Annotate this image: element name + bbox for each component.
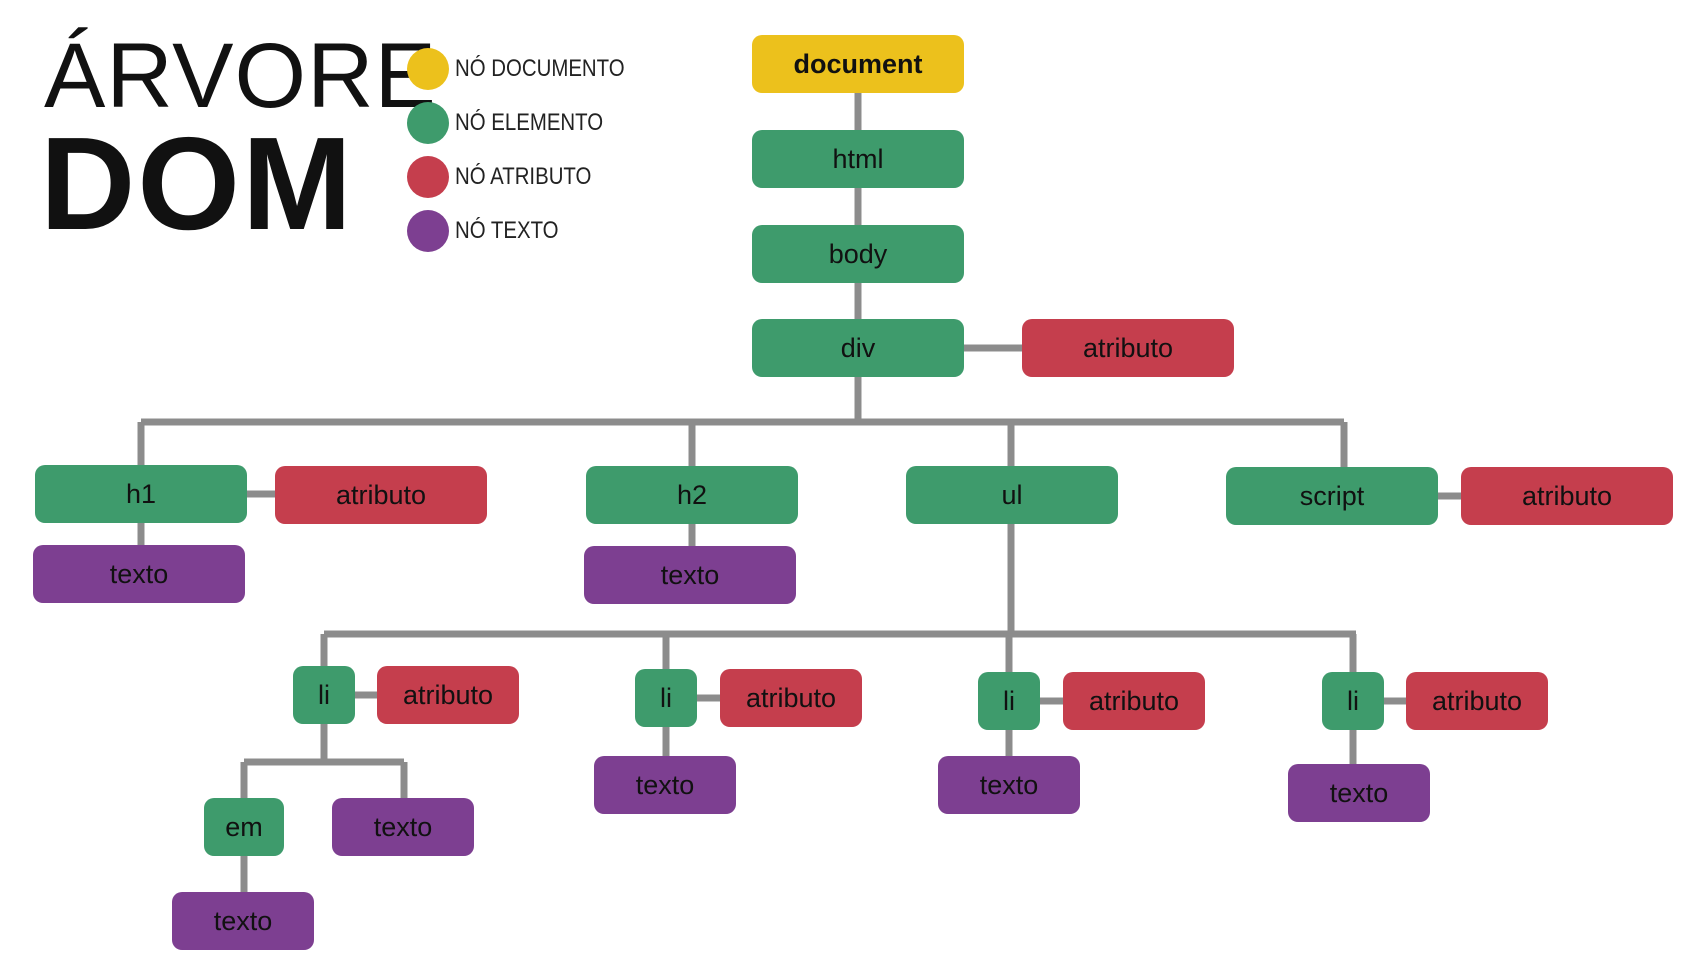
legend-label-document: NÓ DOCUMENTO (455, 55, 625, 82)
node-li-1-text: texto (332, 798, 474, 856)
node-em: em (204, 798, 284, 856)
node-li-4-text: texto (1288, 764, 1430, 822)
node-li-1-attribute: atributo (377, 666, 519, 724)
legend-label-attribute: NÓ ATRIBUTO (455, 163, 592, 190)
legend-item-attribute: NÓ ATRIBUTO (407, 156, 655, 198)
node-h1-text: texto (33, 545, 245, 603)
node-em-text: texto (172, 892, 314, 950)
node-li-4-attribute: atributo (1406, 672, 1548, 730)
attribute-color-dot (407, 156, 449, 198)
legend-label-element: NÓ ELEMENTO (455, 109, 604, 136)
node-div-attribute: atributo (1022, 319, 1234, 377)
node-div: div (752, 319, 964, 377)
legend: NÓ DOCUMENTO NÓ ELEMENTO NÓ ATRIBUTO NÓ … (407, 48, 655, 264)
legend-item-element: NÓ ELEMENTO (407, 102, 655, 144)
node-li-2-attribute: atributo (720, 669, 862, 727)
node-h2: h2 (586, 466, 798, 524)
legend-label-text: NÓ TEXTO (455, 217, 559, 244)
node-body: body (752, 225, 964, 283)
title-line-1: ÁRVORE (44, 25, 437, 127)
node-html: html (752, 130, 964, 188)
node-li-1: li (293, 666, 355, 724)
document-color-dot (407, 48, 449, 90)
node-h1: h1 (35, 465, 247, 523)
node-li-3-text: texto (938, 756, 1080, 814)
node-script: script (1226, 467, 1438, 525)
title-line-2: DOM (40, 110, 354, 257)
node-document: document (752, 35, 964, 93)
node-h1-attribute: atributo (275, 466, 487, 524)
node-li-2-text: texto (594, 756, 736, 814)
node-script-attribute: atributo (1461, 467, 1673, 525)
node-ul: ul (906, 466, 1118, 524)
node-li-3-attribute: atributo (1063, 672, 1205, 730)
node-h2-text: texto (584, 546, 796, 604)
legend-item-document: NÓ DOCUMENTO (407, 48, 655, 90)
node-li-2: li (635, 669, 697, 727)
legend-item-text: NÓ TEXTO (407, 210, 655, 252)
node-li-3: li (978, 672, 1040, 730)
text-color-dot (407, 210, 449, 252)
element-color-dot (407, 102, 449, 144)
node-li-4: li (1322, 672, 1384, 730)
